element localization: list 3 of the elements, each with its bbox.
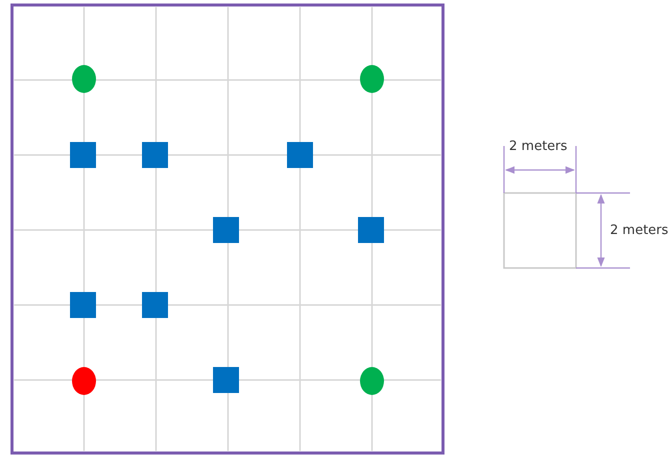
- dimension-label: 2 meters: [509, 139, 568, 154]
- scale-square: [503, 192, 577, 269]
- dimension-label: 2 meters: [610, 223, 668, 238]
